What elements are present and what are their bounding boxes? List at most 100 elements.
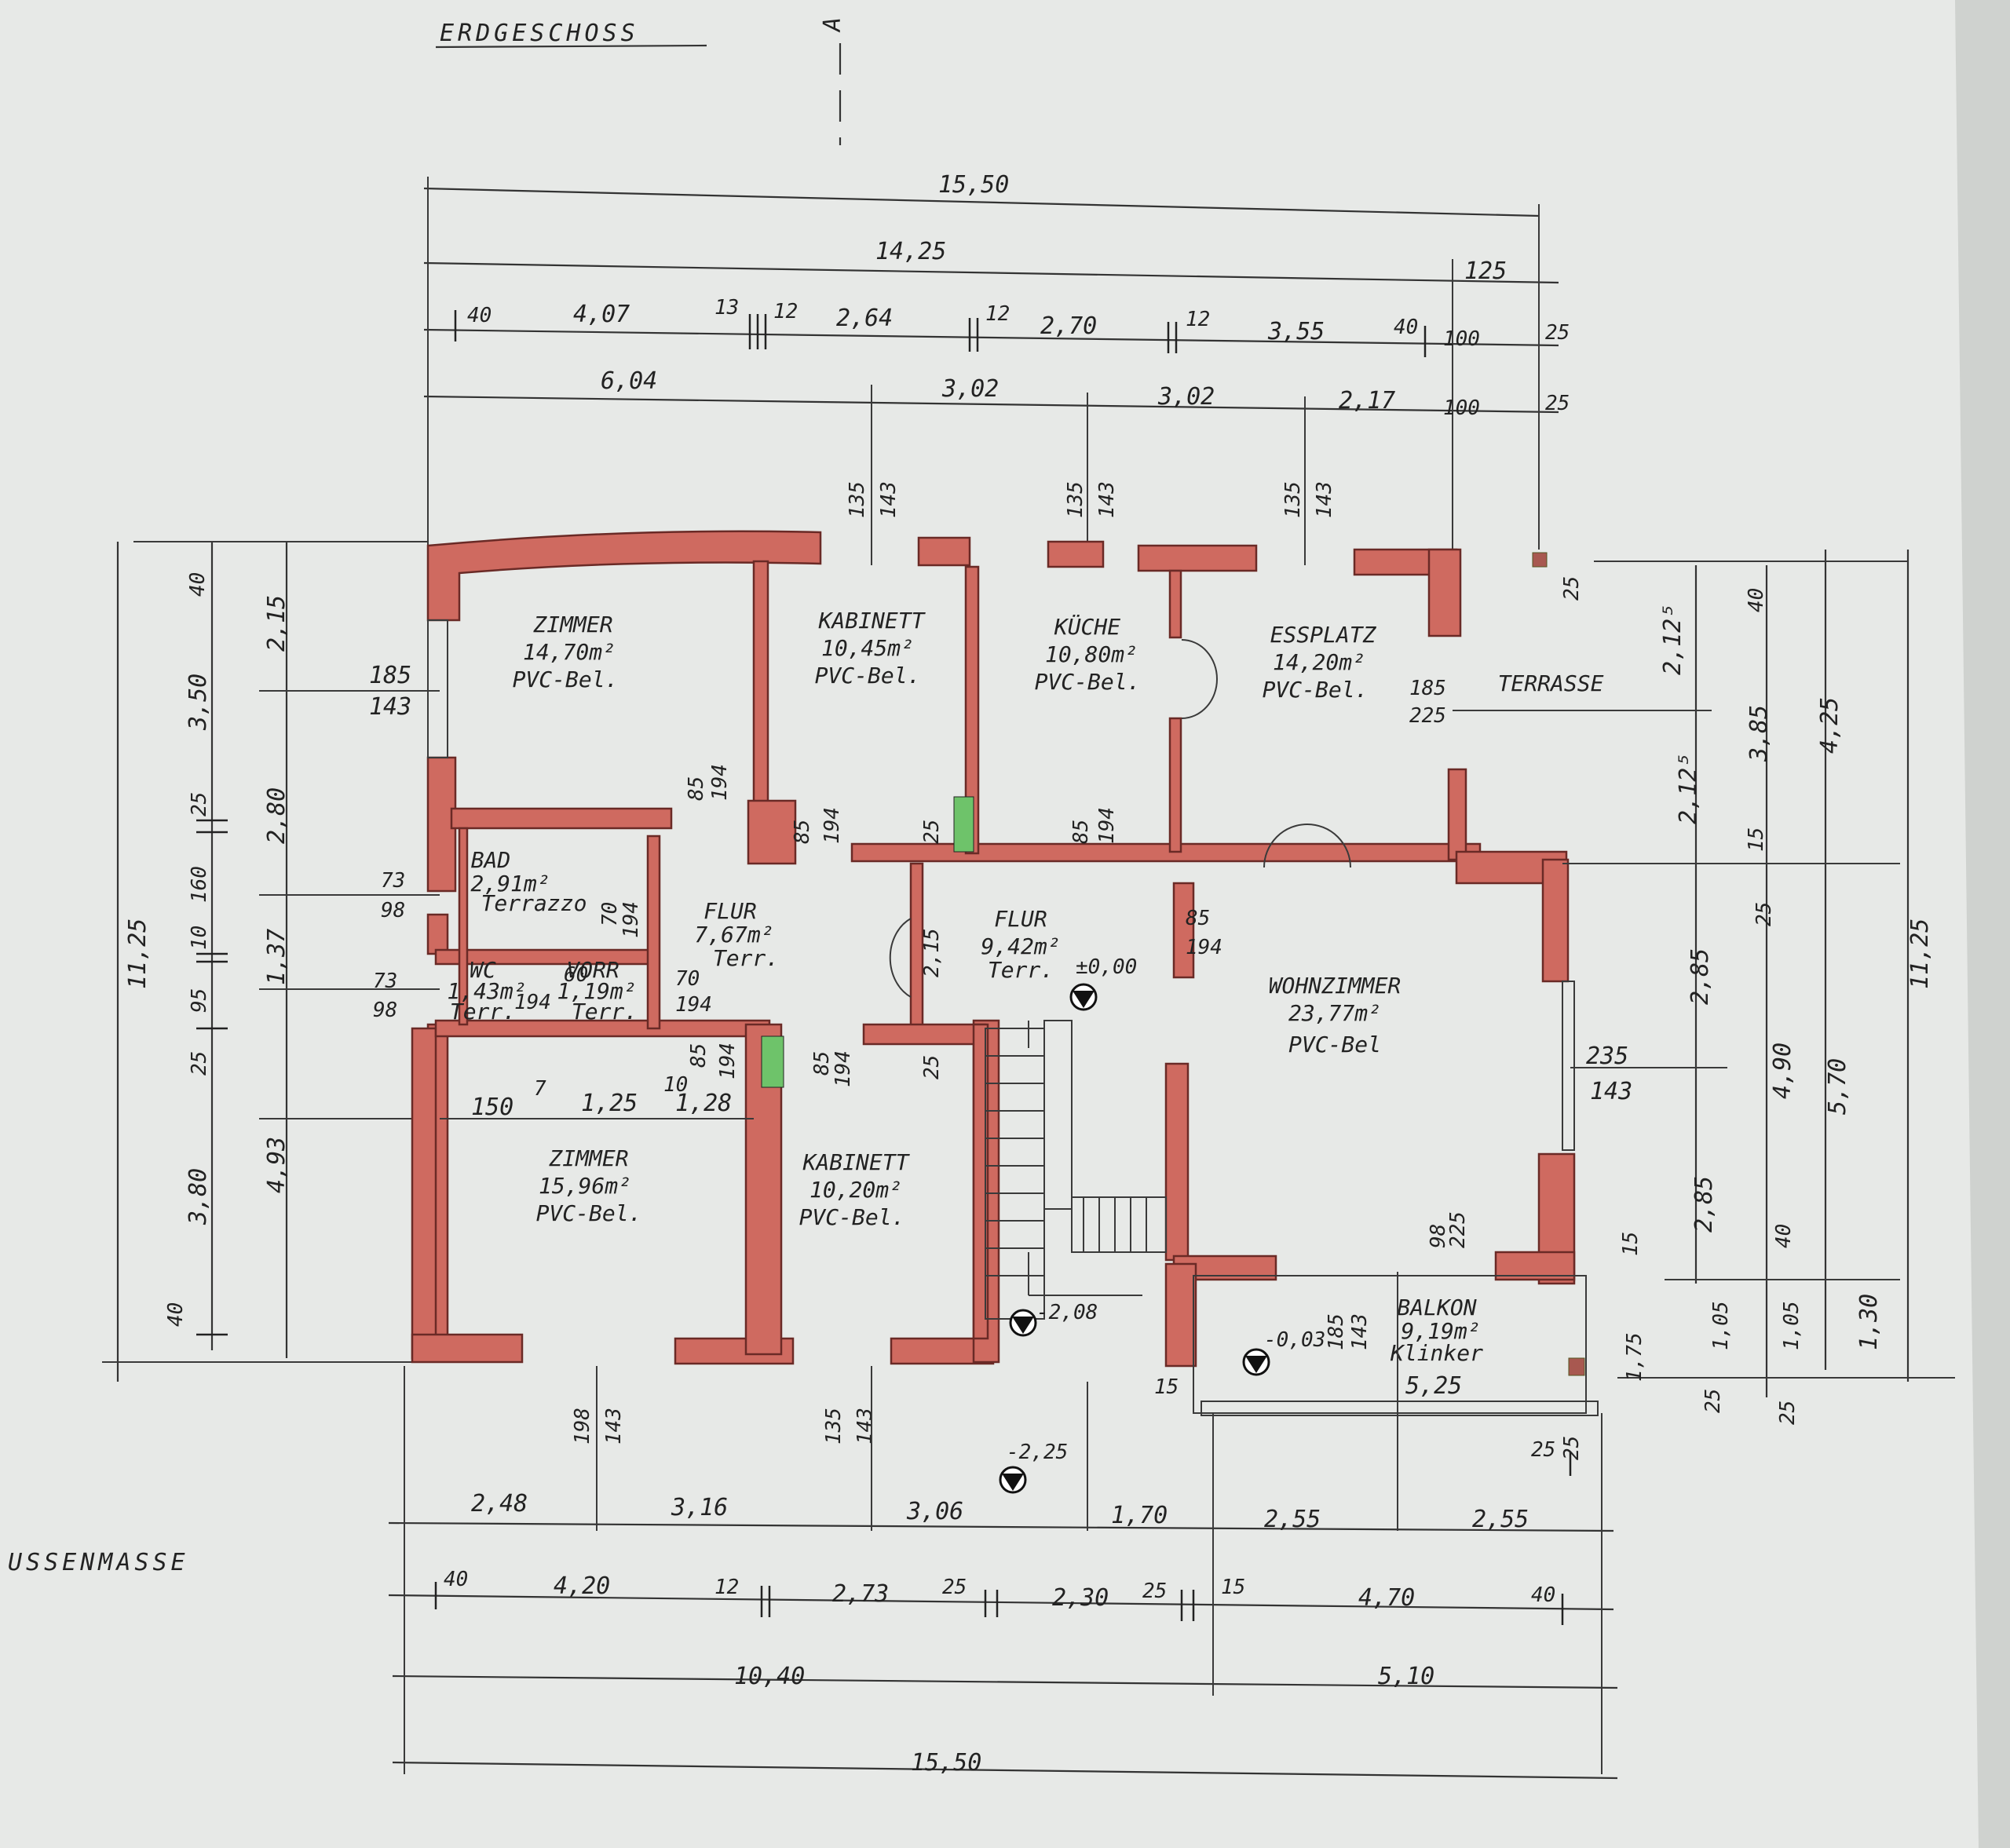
dim-bot-r2-5: 2,30 — [1052, 1584, 1109, 1612]
dim-top-r3-8: 3,55 — [1267, 318, 1325, 345]
dim-bot-r2-0: 40 — [444, 1568, 468, 1591]
plan-title: ERDGESCHOSS — [440, 20, 639, 47]
dim-top-r3-5: 12 — [985, 302, 1010, 326]
label-terrasse: TERRASSE — [1498, 670, 1604, 696]
dims-right — [1453, 550, 1955, 1397]
dim-right-11: 1,05 — [1780, 1301, 1804, 1350]
svg-text:9,42m²: 9,42m² — [981, 933, 1060, 959]
dim-top-r3-6: 2,70 — [1040, 312, 1097, 340]
dim-bot-r1-3: 1,70 — [1111, 1502, 1168, 1529]
svg-text:Terr.: Terr. — [572, 999, 638, 1024]
level-marker-balkon: -0,03 — [1242, 1328, 1325, 1376]
dim-bot-r2-1: 4,20 — [554, 1572, 610, 1600]
dim-bot-r2-3: 2,73 — [832, 1580, 889, 1608]
paper-edge-shadow — [1955, 0, 2010, 1848]
dim-left-2: 3,50 — [185, 674, 212, 731]
interior-dim-6: 15 — [1154, 1375, 1179, 1399]
window-mark-wohn-b: 143 — [1590, 1078, 1632, 1105]
door-mark-4a: 85 — [1186, 907, 1210, 930]
window-mark-bot-1b: 143 — [602, 1408, 626, 1444]
dim-right-13: 5,70 — [1824, 1058, 1851, 1115]
svg-text:WC: WC — [470, 957, 496, 983]
dim-right-6: 15 — [1745, 827, 1768, 852]
svg-text:FLUR: FLUR — [704, 898, 756, 924]
svg-text:1,19m²: 1,19m² — [557, 978, 636, 1004]
window-mark-top-2b: 143 — [1095, 481, 1119, 518]
dim-bot-r1-4: 2,55 — [1264, 1506, 1321, 1533]
door-mark-9b: 194 — [831, 1050, 855, 1087]
dim-bot-r3-1: 5,10 — [1378, 1663, 1434, 1690]
svg-text:Terr.: Terr. — [713, 945, 779, 971]
dim-right-4: 40 — [1745, 588, 1768, 612]
window-mark-left-1b: 143 — [369, 693, 411, 721]
dim-top-r4-4: 100 — [1443, 396, 1480, 420]
level-marker-stair: -2,08 — [1009, 1301, 1098, 1337]
window-mark-top-2a: 135 — [1064, 481, 1087, 518]
svg-text:14,20m²: 14,20m² — [1273, 649, 1365, 675]
window-mark-balkon-b: 143 — [1348, 1313, 1372, 1350]
dim-top-r4-3: 2,17 — [1339, 387, 1395, 415]
dims-bottom — [388, 1272, 1618, 1780]
svg-text:WOHNZIMMER: WOHNZIMMER — [1269, 973, 1402, 999]
window-mark-top-1b: 143 — [877, 481, 901, 518]
svg-text:KÜCHE: KÜCHE — [1054, 613, 1120, 640]
svg-text:PVC-Bel: PVC-Bel — [1288, 1032, 1381, 1057]
chimney-1 — [953, 796, 974, 853]
svg-text:KABINETT: KABINETT — [818, 608, 926, 634]
svg-text:PVC-Bel.: PVC-Bel. — [513, 667, 619, 692]
room-balkon: BALKON 9,19m² Klinker — [1390, 1295, 1483, 1366]
door-mark-12: 25 — [1560, 1436, 1584, 1460]
dim-left-7: 25 — [188, 1051, 211, 1076]
svg-text:PVC-Bel.: PVC-Bel. — [1263, 677, 1369, 703]
dim-top-r3-3: 12 — [773, 300, 798, 323]
dim-right-9: 40 — [1772, 1224, 1796, 1248]
svg-text:BALKON: BALKON — [1397, 1295, 1476, 1320]
section-marker: A — [819, 17, 846, 33]
dim-right-1: 2,12⁵ — [1675, 754, 1702, 824]
dim-right-5: 3,85 — [1745, 705, 1773, 762]
svg-text:BAD: BAD — [471, 847, 511, 873]
chimney-2 — [761, 1035, 784, 1088]
window-mark-balkon-a: 185 — [1325, 1313, 1348, 1350]
room-essplatz: ESSPLATZ 14,20m² PVC-Bel. — [1263, 622, 1377, 703]
svg-text:PVC-Bel.: PVC-Bel. — [815, 663, 921, 688]
svg-text:1,43m²: 1,43m² — [447, 978, 526, 1004]
dim-top-r3-7: 12 — [1186, 308, 1210, 331]
window-mark-balkon-c: 98 — [1427, 1224, 1450, 1248]
dim-bot-r1-0: 2,48 — [471, 1490, 528, 1517]
room-flur-1: FLUR 7,67m² Terr. — [694, 898, 779, 971]
svg-text:Klinker: Klinker — [1390, 1340, 1483, 1366]
svg-text:ZIMMER: ZIMMER — [548, 1145, 628, 1171]
window-mark-essplatz-a: 185 — [1409, 677, 1446, 700]
dim-top-r3-1: 4,07 — [573, 301, 630, 328]
interior-dim-4: 1,28 — [675, 1090, 732, 1117]
dim-right-7: 25 — [1752, 902, 1776, 926]
svg-text:10,20m²: 10,20m² — [809, 1177, 902, 1203]
window-mark-bot-2b: 143 — [853, 1408, 877, 1444]
dim-top-r4-0: 6,04 — [601, 367, 657, 395]
dim-top-r3-2: 13 — [714, 296, 739, 320]
door-mark-1b: 194 — [708, 764, 732, 801]
svg-text:14,70m²: 14,70m² — [523, 639, 616, 665]
svg-text:-2,25: -2,25 — [1007, 1441, 1068, 1464]
footer-label: USSENMASSE — [8, 1549, 189, 1576]
corner-post — [1568, 1357, 1585, 1376]
dim-left-12: 1,37 — [263, 929, 291, 985]
window-mark-bot-2a: 135 — [822, 1408, 846, 1444]
svg-text:PVC-Bel.: PVC-Bel. — [536, 1200, 642, 1226]
door-mark-2b: 194 — [820, 807, 844, 844]
door-mark-5b: 194 — [619, 901, 643, 938]
svg-text:KABINETT: KABINETT — [802, 1149, 911, 1175]
window-mark-left-1a: 185 — [369, 662, 411, 689]
dim-right-14: 1,30 — [1855, 1294, 1883, 1350]
title-underline — [435, 44, 707, 49]
dim-right-19: 1,75 — [1623, 1332, 1646, 1382]
dim-left-3: 25 — [188, 792, 211, 816]
svg-text:PVC-Bel.: PVC-Bel. — [1035, 669, 1141, 695]
door-mark-8a: 85 — [687, 1043, 711, 1068]
dim-left-4: 160 — [188, 866, 211, 903]
window-mark-top-1a: 135 — [846, 481, 869, 518]
dim-top-r1-0: 15,50 — [938, 171, 1009, 199]
dim-bot-r1-2: 3,06 — [906, 1498, 963, 1525]
dim-left-10: 2,15 — [263, 595, 291, 652]
